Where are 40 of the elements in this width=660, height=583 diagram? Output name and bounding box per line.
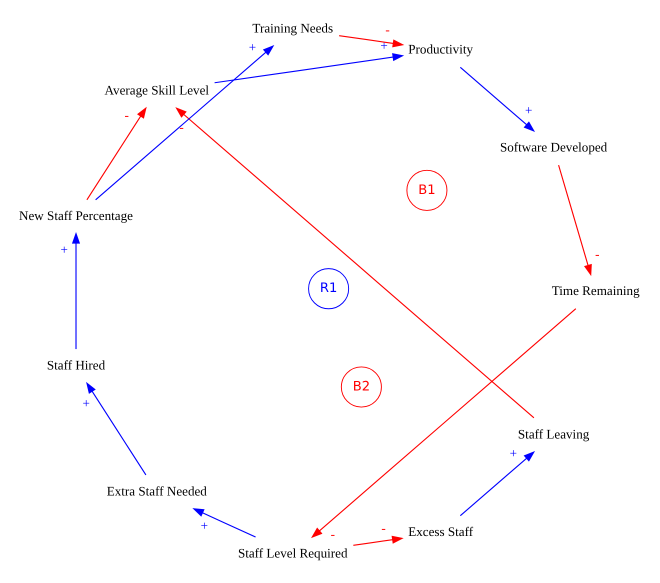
- node-text: Productivity: [408, 42, 474, 57]
- edge-label: -: [330, 526, 335, 542]
- node-text: Staff Level Required: [238, 545, 348, 560]
- node-text: Training Needs: [252, 20, 334, 36]
- edge-label: -: [595, 246, 600, 262]
- node-text: Extra Staff Needed: [106, 483, 207, 498]
- arrow: [86, 106, 147, 200]
- arrow: [192, 508, 256, 538]
- arrow: [353, 536, 404, 546]
- edge-label: -: [385, 22, 390, 38]
- arrow: [460, 66, 536, 132]
- label: R1: [320, 281, 338, 296]
- arrow: [558, 164, 592, 276]
- arrow: [72, 232, 80, 350]
- node-text: Staff Leaving: [518, 426, 590, 442]
- node-text: Software Developed: [500, 140, 608, 155]
- edge-label: +: [380, 38, 388, 53]
- label: B1: [418, 182, 436, 198]
- edge-label: +: [82, 395, 90, 410]
- edge-label: -: [179, 120, 184, 135]
- node-text: Staff Hired: [46, 358, 106, 373]
- node-text: Excess Staff: [408, 524, 474, 540]
- edge-label: +: [525, 102, 532, 118]
- arrow: [214, 53, 404, 84]
- arrow: [339, 35, 404, 48]
- edge-label: +: [60, 242, 68, 258]
- edge-label: -: [124, 107, 129, 122]
- node-text: Time Remaining: [552, 282, 640, 298]
- node-text: New Staff Percentage: [19, 208, 133, 224]
- node-text: Average Skill Level: [104, 82, 210, 98]
- arrow: [311, 308, 576, 538]
- edge-label: +: [200, 518, 208, 534]
- arrow: [460, 450, 536, 516]
- edge-label: +: [248, 40, 256, 55]
- arrow: [86, 382, 146, 476]
- label: B2: [352, 379, 370, 394]
- edge-label: -: [381, 520, 386, 536]
- arrow: [175, 107, 534, 418]
- edge-label: +: [510, 446, 517, 461]
- arrow: [95, 44, 274, 200]
